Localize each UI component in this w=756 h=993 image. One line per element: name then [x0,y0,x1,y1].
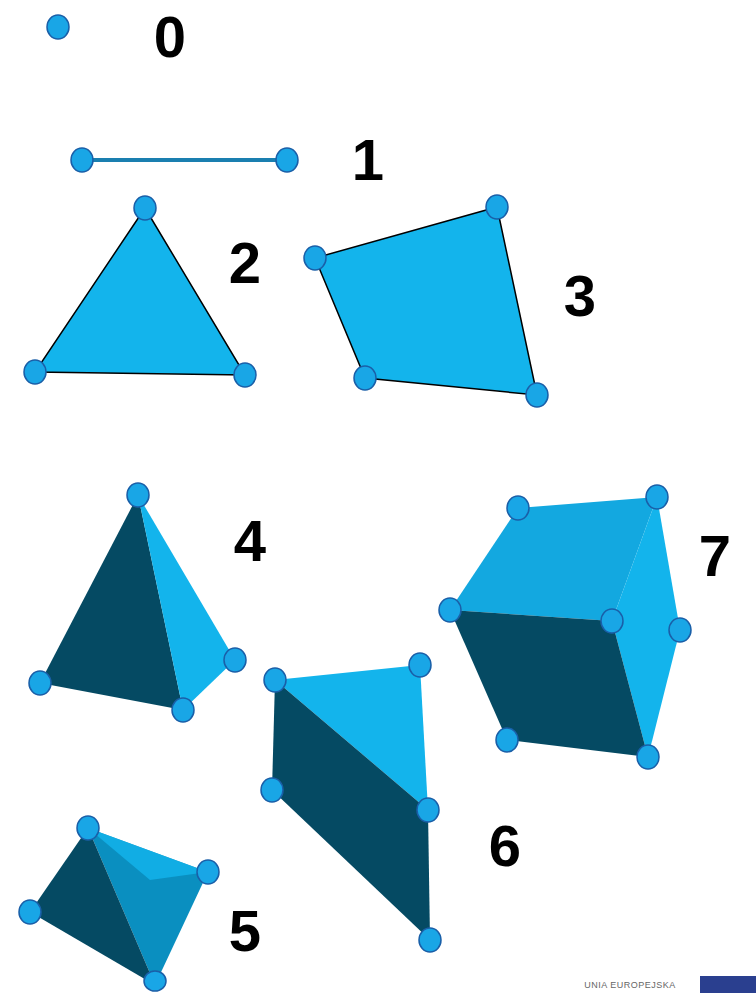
pyramid-element [30,828,208,985]
element-number: 3 [564,267,596,325]
quad-element [315,207,537,395]
hexahedron-element [450,497,680,757]
logo-mark [700,976,756,993]
vertex-dots [19,15,691,991]
tetrahedron-element [40,495,235,710]
triangle-element [35,208,245,375]
element-number: 0 [154,8,186,66]
element-number: 4 [234,512,266,570]
element-number: 7 [699,527,731,585]
element-number: 1 [352,131,384,189]
logo-text: UNIA EUROPEJSKA [584,981,676,990]
prism-element [272,665,430,940]
element-number: 5 [229,902,261,960]
line-element [82,158,287,162]
element-number: 2 [229,234,261,292]
element-number: 6 [489,817,521,875]
